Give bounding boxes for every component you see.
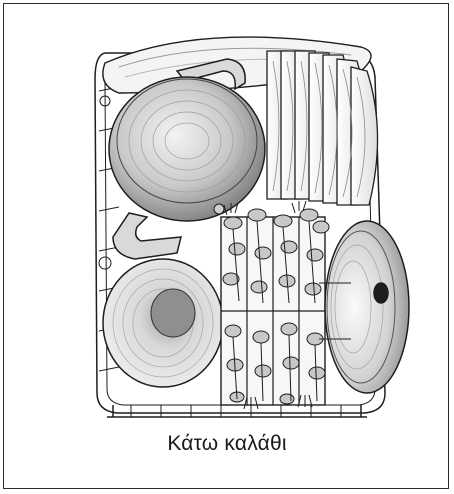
pot-lid (319, 220, 410, 394)
figure-frame (3, 3, 449, 489)
figure-caption: Κάτω καλάθι (167, 432, 287, 455)
bowl (102, 258, 224, 388)
lower-basket-illustration (94, 36, 410, 418)
basket-bottom-wires (130, 405, 342, 417)
cutlery-basket (220, 200, 330, 410)
plates-stack (266, 50, 379, 206)
cooking-pot (108, 58, 266, 260)
